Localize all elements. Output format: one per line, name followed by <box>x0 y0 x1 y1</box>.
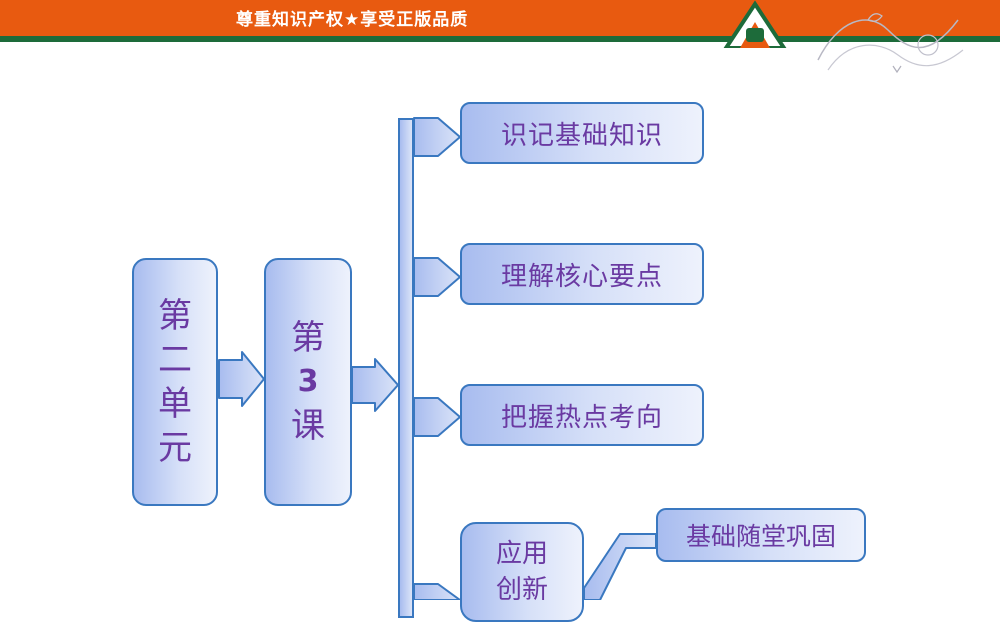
lesson-prefix: 第 <box>291 318 325 358</box>
lesson-number: 3 <box>297 364 319 399</box>
item-label: 把握热点考向 <box>500 402 663 433</box>
header-banner <box>0 0 1000 40</box>
unit-char: 二 <box>158 340 192 380</box>
unit-char: 元 <box>158 428 192 468</box>
apply-line-1: 应用 <box>495 539 548 569</box>
unit-char: 第 <box>158 296 192 336</box>
unit-char: 单 <box>158 384 192 424</box>
item-label: 理解核心要点 <box>500 261 663 292</box>
lesson-suffix: 课 <box>291 406 325 446</box>
item-label: 识记基础知识 <box>500 120 663 151</box>
item-understand-key-points[interactable]: 理解核心要点 <box>460 243 704 305</box>
diagram-spine <box>398 118 414 618</box>
item-classroom-consolidation[interactable]: 基础随堂巩固 <box>656 508 866 562</box>
sub-item-label: 基础随堂巩固 <box>685 522 836 551</box>
banner-slogan: 尊重知识产权★享受正版品质 <box>236 10 469 30</box>
item-grasp-hot-topics[interactable]: 把握热点考向 <box>460 384 704 446</box>
lesson-box: 第 3 课 <box>264 258 352 506</box>
unit-box: 第 二 单 元 <box>132 258 218 506</box>
item-apply-innovate[interactable]: 应用 创新 <box>460 522 584 622</box>
a-letter-logo-icon <box>723 0 787 48</box>
item-memorize-basics[interactable]: 识记基础知识 <box>460 102 704 164</box>
header-stripe <box>0 36 1000 42</box>
apply-line-2: 创新 <box>495 575 548 605</box>
decorative-flourish-icon <box>817 13 964 74</box>
